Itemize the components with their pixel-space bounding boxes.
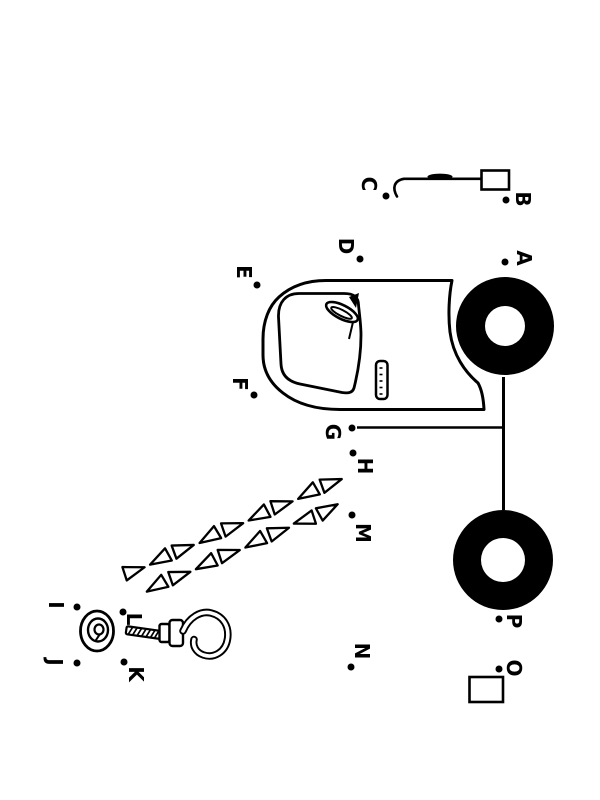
crane-boom-lattice (121, 477, 343, 593)
dot-marker-B (502, 196, 510, 204)
dot-marker-F (250, 391, 258, 399)
boom-truss-triangle (314, 503, 339, 522)
boom-truss-triangle (269, 500, 294, 516)
dot-marker-J (73, 659, 81, 667)
boom-truss-triangle (170, 543, 195, 560)
dot-marker-O (495, 665, 503, 673)
boom-truss-triangle (216, 548, 241, 565)
door-strip-ticks (379, 367, 383, 395)
boom-truss-triangle (194, 551, 219, 571)
hook-collar-small (158, 622, 171, 644)
dot-marker-K (120, 658, 128, 666)
dot-marker-D (356, 255, 364, 263)
dot-label-D: D (334, 237, 358, 255)
boom-truss-triangle (318, 477, 343, 494)
dot-label-E: E (232, 265, 256, 279)
front-wheel-hub (485, 306, 525, 346)
hook-inner (181, 610, 230, 658)
dot-marker-G (348, 424, 356, 432)
dot-marker-M (348, 511, 356, 519)
dot-label-I: I (44, 601, 68, 609)
boom-truss-triangle (292, 509, 318, 525)
boom-truss-triangle (121, 565, 146, 582)
dot-label-N: N (350, 642, 374, 660)
boom-truss-triangle (145, 573, 170, 593)
dot-marker-E (253, 281, 261, 289)
dot-label-F: F (228, 377, 252, 391)
dot-label-B: B (511, 191, 535, 207)
rear-wheel-hub (481, 538, 525, 582)
dot-marker-A (501, 258, 509, 266)
window-reflection (324, 300, 360, 324)
pulley-wheel (79, 609, 115, 653)
dot-marker-H (349, 449, 357, 457)
boom-truss-triangle (148, 547, 173, 566)
cable-box (480, 169, 511, 191)
boom-truss-triangle (219, 521, 245, 538)
dot-label-O: O (502, 659, 526, 677)
winch-cable (393, 177, 483, 198)
boom-truss-triangle (167, 570, 192, 587)
hook-assembly (124, 608, 232, 660)
dot-label-G: G (321, 423, 345, 441)
door-handle-strip (374, 359, 389, 401)
dot-label-A: A (512, 250, 536, 266)
cargo-box (468, 675, 505, 704)
boom-truss-triangle (244, 529, 269, 549)
boom-truss-triangle (198, 524, 223, 545)
dot-label-H: H (353, 457, 377, 475)
dot-marker-P (495, 615, 503, 623)
cable-pulley-bump (427, 173, 453, 180)
dot-marker-C (382, 192, 390, 200)
window-hatch-line (348, 321, 354, 340)
dot-label-P: P (502, 613, 526, 629)
boom-truss-triangle (296, 481, 321, 501)
rod-threads (127, 626, 160, 639)
boom-truss-triangle (247, 503, 272, 522)
dot-label-J: J (43, 658, 67, 666)
window-pillar-triangle (349, 293, 359, 308)
dot-label-K: K (124, 666, 148, 682)
boom-truss-triangle (265, 526, 291, 543)
dot-marker-I (73, 603, 81, 611)
dot-marker-L (119, 608, 127, 616)
dot-label-L: L (122, 612, 146, 626)
dot-label-M: M (351, 523, 375, 543)
dot-marker-N (347, 663, 355, 671)
dot-label-C: C (357, 176, 381, 192)
